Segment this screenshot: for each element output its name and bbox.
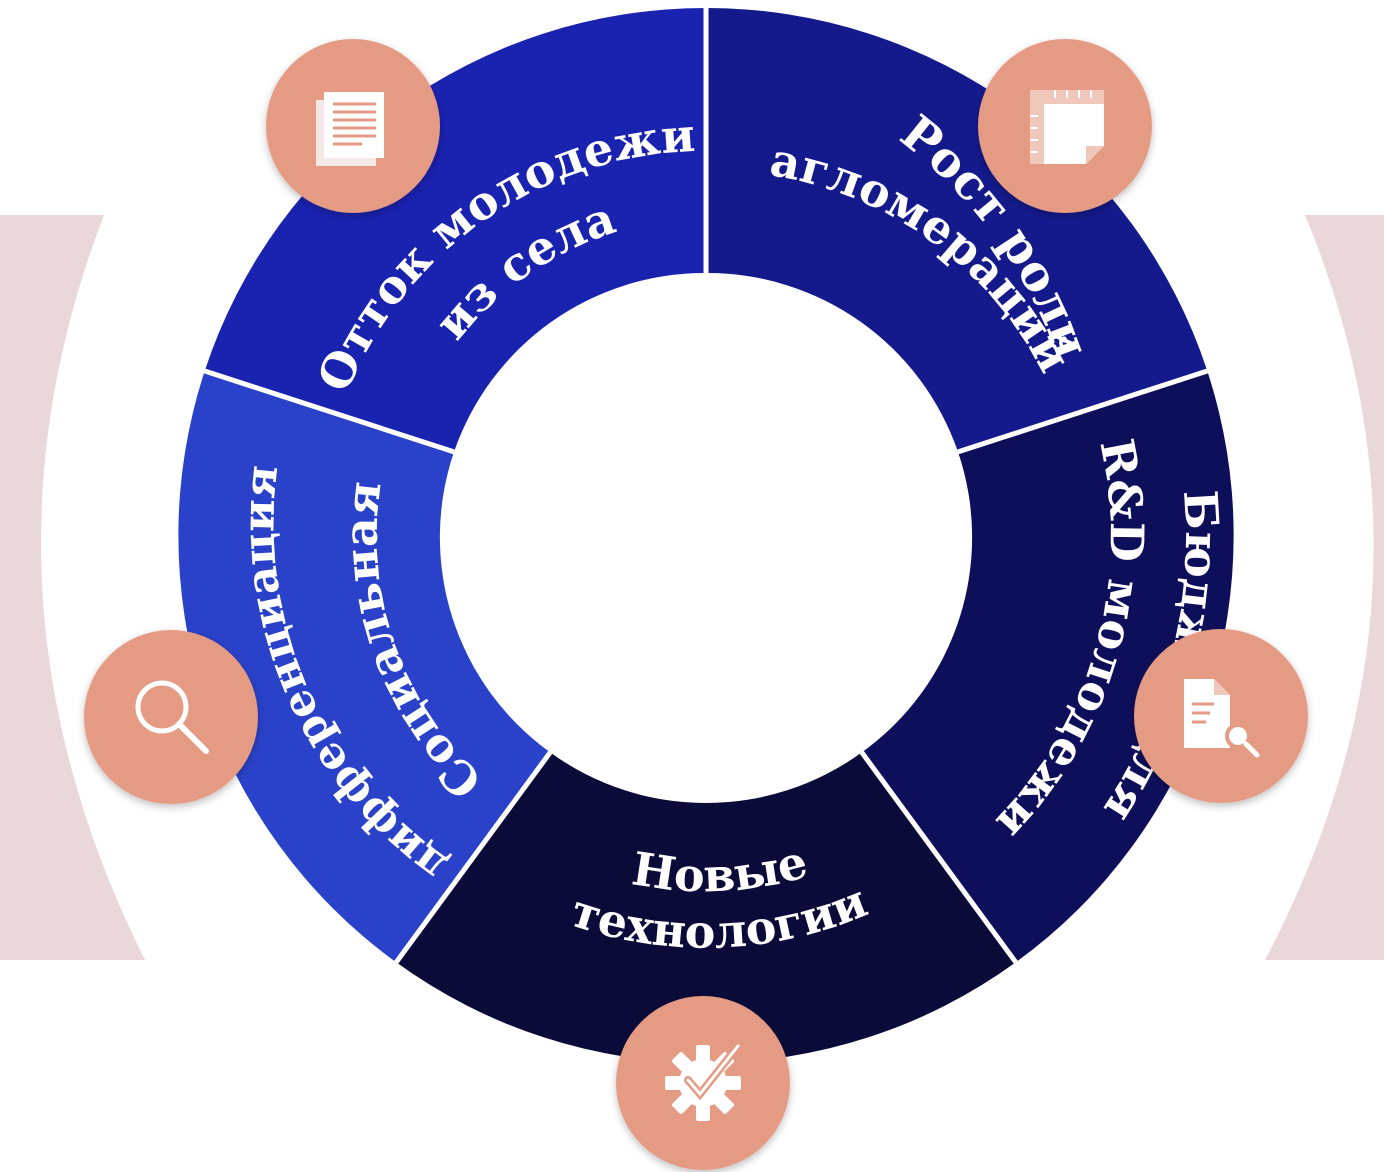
segment-dividers bbox=[203, 8, 1209, 964]
search-icon bbox=[84, 630, 258, 804]
segment-rd-budget bbox=[861, 371, 1234, 963]
ruler-notes-icon bbox=[978, 39, 1152, 213]
file-search-icon bbox=[1134, 629, 1308, 803]
document-icon bbox=[266, 39, 440, 213]
segment-new-tech bbox=[396, 752, 1016, 1063]
segment-social-diff bbox=[178, 371, 551, 963]
left-side-band bbox=[0, 215, 145, 960]
right-side-band bbox=[1265, 215, 1384, 960]
segment-rural-youth bbox=[204, 7, 706, 452]
center-hole bbox=[442, 274, 970, 802]
gear-check-icon bbox=[616, 996, 790, 1170]
segment-agglomerations bbox=[706, 7, 1208, 452]
